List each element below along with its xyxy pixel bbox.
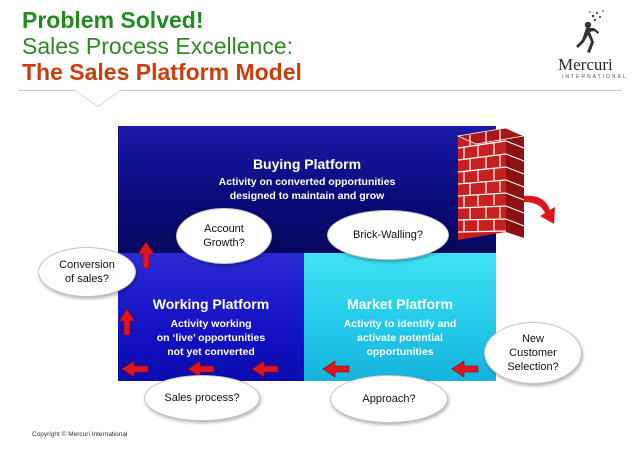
working-platform-line-2: on ‘live’ opportunities — [156, 332, 266, 344]
market-platform-line-2: activate potential — [357, 332, 443, 344]
new-customer-selection-bubble: New Customer Selection? — [484, 322, 582, 384]
up-arrow-icon — [118, 308, 136, 336]
account-growth-bubble: Account Growth? — [176, 208, 272, 264]
left-arrow-icon — [451, 360, 479, 378]
curved-arrow-icon — [524, 195, 555, 224]
approach-bubble: Approach? — [330, 375, 448, 423]
buying-platform-line-2: designed to maintain and grow — [229, 190, 385, 202]
left-arrow-icon — [251, 360, 279, 378]
left-arrow-icon — [121, 360, 149, 378]
mercuri-runner-logo-icon — [576, 10, 604, 53]
left-arrow-icon — [187, 360, 215, 378]
working-platform-title: Working Platform — [152, 296, 270, 312]
sales-process-bubble: Sales process? — [144, 375, 260, 421]
market-platform-title: Market Platform — [347, 296, 453, 312]
title-line-2: Sales Process Excellence: — [22, 33, 294, 59]
copyright-notice: Copyright © Mercuri International — [32, 431, 128, 438]
brick-walling-bubble: Brick-Walling? — [327, 210, 449, 260]
working-platform-panel: Working Platform Activity working on ‘li… — [118, 253, 304, 381]
title-line-3: The Sales Platform Model — [22, 59, 302, 85]
brick-wall-icon — [456, 128, 526, 240]
market-platform-line-3: opportunities — [366, 346, 434, 358]
title-line-1: Problem Solved! — [22, 7, 204, 33]
logo-subtitle: INTERNATIONAL — [562, 74, 628, 80]
buying-platform-title: Buying Platform — [252, 156, 362, 172]
header-divider — [18, 90, 622, 91]
working-platform-line-1: Activity working — [170, 318, 252, 330]
header-notch-inner — [75, 90, 121, 106]
conversion-of-sales-bubble: Conversion of sales? — [38, 247, 136, 297]
buying-platform-line-1: Activity on converted opportunities — [218, 176, 396, 188]
left-arrow-icon — [322, 360, 350, 378]
logo-name: Mercuri — [558, 55, 613, 74]
working-platform-line-3: not yet converted — [167, 346, 255, 358]
up-arrow-icon — [137, 241, 155, 269]
market-platform-panel: Market Platform Activity to identify and… — [304, 253, 496, 381]
market-platform-line-1: Activity to identify and — [343, 318, 457, 330]
